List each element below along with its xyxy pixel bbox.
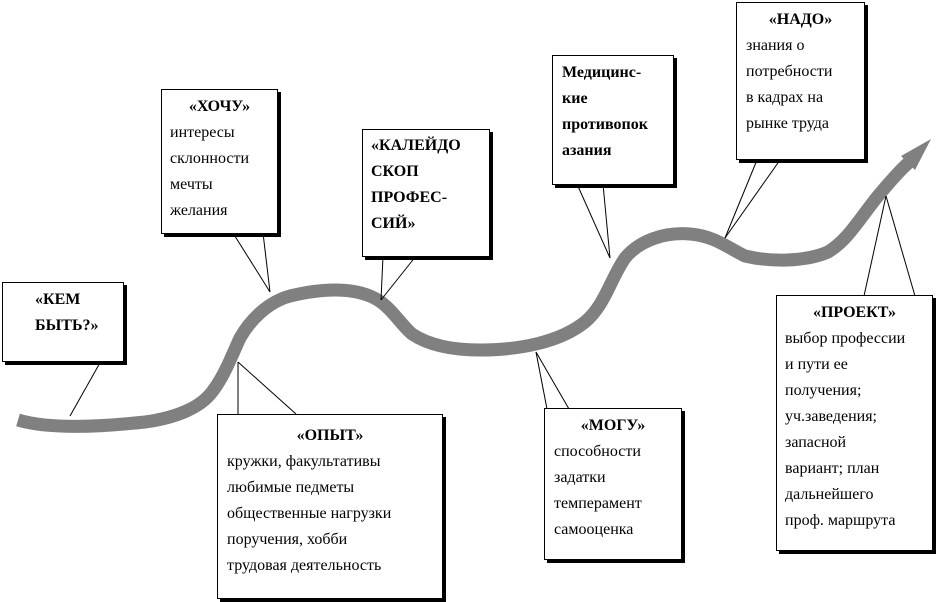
proekt-line: выбор профессии (785, 330, 906, 347)
hochu-line: интересы (170, 124, 235, 141)
kaleido-title-line-4: СИЙ» (371, 215, 416, 232)
leader-nado-a (724, 159, 758, 239)
callout-proekt: «ПРОЕКТ» выбор профессии и пути ее получ… (776, 295, 933, 551)
leader-proekt-a (863, 195, 887, 297)
leader-mogu-b (535, 351, 548, 410)
career-road (16, 154, 916, 433)
callout-kem-byt: «КЕМ БЫТЬ?» (2, 282, 124, 362)
opyt-line: трудовая деятельность (227, 557, 382, 574)
hochu-title: «ХОЧУ» (188, 98, 251, 115)
proekt-line: получения; (785, 382, 862, 399)
mogu-line: задатки (554, 469, 606, 486)
opyt-line: любимые педметы (227, 479, 355, 496)
kaleido-title-line-3: ПРОФЕС- (371, 189, 448, 206)
leader-kaleido-b (380, 255, 417, 301)
leader-mogu-a (535, 351, 570, 410)
leader-kaleido-a (380, 255, 384, 301)
proekt-line: уч.заведения; (785, 408, 877, 425)
callout-kaleidoskop: «КАЛЕЙДО СКОП ПРОФЕС- СИЙ» (362, 129, 490, 257)
proekt-line: запасной (785, 434, 847, 451)
medic-title-line-3: противопок (562, 116, 648, 133)
nado-line: рынке труда (746, 115, 829, 132)
nado-line: потребности (746, 63, 833, 80)
leader-nado-b (724, 159, 781, 239)
hochu-line: мечты (170, 176, 213, 193)
mogu-title: «МОГУ» (580, 417, 646, 434)
opyt-line: общественные нагрузки (227, 505, 392, 522)
callout-medical-contraindications: Медицинс- кие противопок азания (552, 55, 674, 185)
proekt-line: проф. маршрута (785, 512, 896, 529)
leader-hochu-a (232, 232, 271, 293)
callout-opyt: «ОПЫТ» кружки, факультативы любимые педм… (217, 414, 443, 599)
opyt-line: поручения, хобби (227, 531, 348, 548)
leader-proekt-b (885, 195, 916, 297)
hochu-line: склонности (170, 150, 250, 167)
callout-hochu: «ХОЧУ» интересы склонности мечты желания (161, 89, 278, 234)
leader-hochu-b (262, 232, 271, 293)
proekt-line: вариант; план (785, 460, 880, 477)
medic-title-line-4: азания (562, 142, 612, 159)
leader-opyt-a (237, 361, 297, 415)
medic-title-line-1: Медицинс- (562, 64, 642, 81)
medic-title-line-2: кие (562, 90, 588, 107)
nado-title: «НАДО» (768, 11, 833, 28)
nado-line: в кадрах на (746, 89, 824, 106)
nado-line: знания о (746, 37, 805, 54)
proekt-title: «ПРОЕКТ» (812, 304, 897, 321)
kaleido-title-line-1: «КАЛЕЙДО (371, 137, 461, 154)
leader-medic-b (602, 183, 611, 259)
hochu-line: желания (170, 202, 228, 219)
mogu-line: способности (554, 443, 641, 460)
kaleido-title-line-2: СКОП (371, 163, 419, 180)
opyt-title: «ОПЫТ» (296, 427, 364, 444)
mogu-line: темперамент (554, 495, 642, 512)
kem-title-line-2: БЫТЬ?» (35, 317, 99, 334)
mogu-line: самооценка (554, 521, 634, 538)
callout-mogu: «МОГУ» способности задатки темперамент с… (544, 408, 682, 560)
proekt-line: дальнейшего (785, 486, 874, 503)
kem-title-line-1: «КЕМ (35, 291, 81, 308)
leader-kem (69, 360, 102, 417)
leader-medic-a (576, 183, 611, 259)
road-arrowhead (901, 139, 931, 170)
callout-nado: «НАДО» знания о потребности в кадрах на … (736, 2, 865, 160)
opyt-line: кружки, факультативы (227, 453, 381, 470)
proekt-line: и пути ее (785, 356, 848, 373)
